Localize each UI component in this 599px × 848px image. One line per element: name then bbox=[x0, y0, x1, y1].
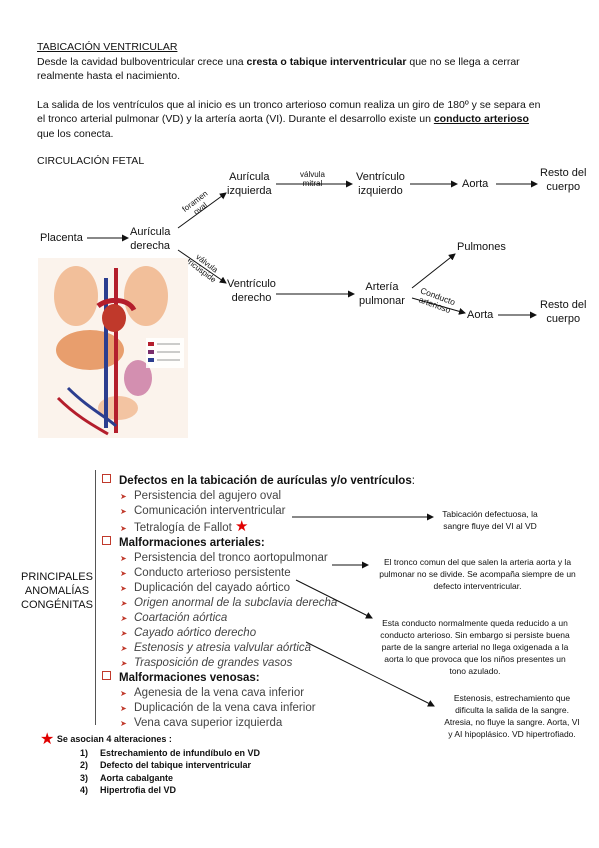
list-item: ➤Cayado aórtico derecho bbox=[120, 627, 257, 639]
list-item: ➤Origen anormal de la subclavia derecha bbox=[120, 597, 338, 609]
intro-section: TABICACIÓN VENTRICULAR Desde la cavidad … bbox=[37, 40, 577, 141]
star-icon: ★ bbox=[235, 518, 249, 535]
fetal-circulation-illustration bbox=[38, 258, 188, 438]
list-heading-arteriales: Malformaciones arteriales: bbox=[102, 536, 442, 551]
anomalias-side-label: PRINCIPALES ANOMALÍAS CONGÉNITAS bbox=[21, 571, 93, 611]
flow-arrows bbox=[87, 180, 538, 319]
anomalias-list: Defectos en la tabicación de aurículas y… bbox=[102, 474, 442, 731]
note-tronco-aortopulmonar: El tronco comun del que salen la arteria… bbox=[379, 557, 576, 591]
list-item: ➤Persistencia del agujero oval bbox=[120, 490, 282, 502]
intro-paragraph-1: Desde la cavidad bulboventricular crece … bbox=[37, 55, 520, 68]
node-pulmones: Pulmones bbox=[457, 241, 506, 253]
list-item: ➤Coartación aórtica bbox=[120, 612, 228, 624]
intro-paragraph-2-line2: el tronco arterial pulmonar (VD) y la ar… bbox=[37, 113, 529, 125]
list-item: ➤Conducto arterioso persistente bbox=[120, 567, 291, 579]
intro-paragraph-2: La salida de los ventrículos que al inic… bbox=[37, 98, 541, 111]
list-item: ➤Agenesia de la vena cava inferior bbox=[120, 687, 305, 699]
node-aorta-top: Aorta bbox=[462, 178, 489, 190]
list-item: ➤Comunicación interventricular bbox=[120, 505, 286, 517]
list-item: 4)Hipertrofia del VD bbox=[80, 785, 177, 795]
anomalias-divider bbox=[95, 470, 96, 725]
fetal-title: CIRCULACIÓN FETAL bbox=[37, 155, 145, 167]
note-conducto-arterioso: Esta conducto normalmente queda reducido… bbox=[380, 618, 570, 676]
list-item: 3)Aorta cabalgante bbox=[80, 772, 174, 783]
note-arrows bbox=[292, 513, 435, 707]
list-item: ➤Trasposición de grandes vasos bbox=[120, 657, 293, 669]
list-heading-tabicacion: Defectos en la tabicación de aurículas y… bbox=[102, 474, 442, 489]
list-item: ➤Duplicación del cayado aórtico bbox=[120, 582, 290, 594]
list-item: ➤Tetralogía de Fallot ★ bbox=[120, 518, 249, 535]
list-heading-venosas: Malformaciones venosas: bbox=[102, 671, 442, 686]
list-item: ➤Vena cava superior izquierda bbox=[120, 717, 283, 729]
list-item: 1)Estrechamiento de infundíbulo en VD bbox=[80, 747, 261, 758]
intro-paragraph-1-end: realmente hasta el nacimiento. bbox=[37, 70, 180, 82]
list-item: ➤Estenosis y atresia valvular aórtica bbox=[120, 642, 312, 654]
node-placenta: Placenta bbox=[40, 232, 83, 244]
node-aorta-bottom: Aorta bbox=[467, 309, 494, 321]
list-item: ➤Persistencia del tronco aortopulmonar bbox=[120, 552, 328, 564]
intro-paragraph-2-end: que los conecta. bbox=[37, 127, 114, 140]
fallot-footnote: ★ Se asocian 4 alteraciones : 1)Estrecha… bbox=[40, 731, 261, 796]
section-title: TABICACIÓN VENTRICULAR bbox=[37, 41, 178, 53]
list-item: 2)Defecto del tabique interventricular bbox=[80, 760, 252, 770]
star-icon: ★ bbox=[40, 731, 55, 748]
list-item: ➤Duplicación de la vena cava inferior bbox=[120, 702, 316, 714]
